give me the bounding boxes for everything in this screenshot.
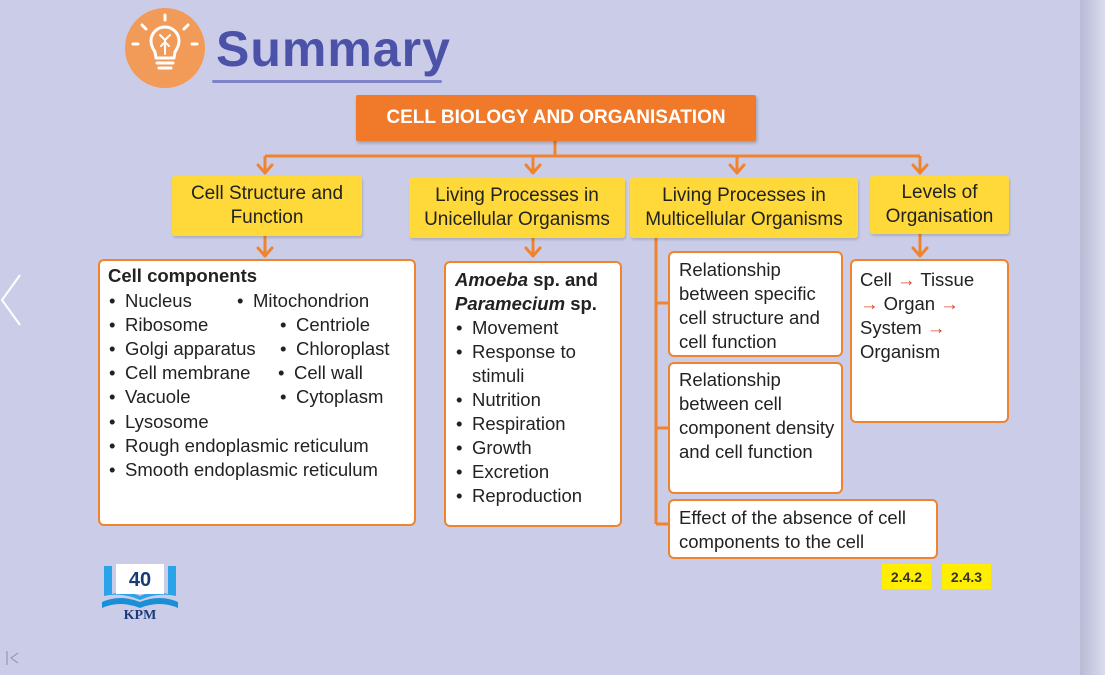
list-item: Cytoplasm [280,385,383,409]
organism-amoeba: Amoeba [455,269,528,290]
unicellular-heading: Amoeba sp. and Paramecium sp. [455,268,620,316]
title-underline [212,80,442,83]
multicellular-item: Relationship between specific cell struc… [679,259,820,352]
list-item: Rough endoplasmic reticulum [109,434,369,458]
list-item: Golgi apparatus [109,337,256,361]
page-number: 40 [129,569,151,591]
list-item: Lysosome [109,410,209,434]
multicellular-card-1: Relationship between specific cell struc… [668,251,843,357]
category-multicellular: Living Processes in Multicellular Organi… [630,178,858,238]
levels-line-2: → Organ → [860,292,1007,316]
page-edge [1080,0,1105,675]
list-item: Chloroplast [280,337,390,361]
arrow-icon: → [926,317,946,338]
list-item: Growth [456,436,532,460]
page-title: Summary [216,21,451,77]
list-item: Nutrition [456,388,541,412]
list-item: Excretion [456,460,549,484]
category-unicellular: Living Processes in Unicellular Organism… [409,178,625,238]
level-system: System [860,317,922,338]
category-cell-structure: Cell Structure and Function [172,176,362,236]
previous-page-icon[interactable] [0,270,26,330]
multicellular-card-2: Relationship between cell component dens… [668,362,843,494]
level-organism: Organism [860,341,941,362]
root-concept: CELL BIOLOGY AND ORGANISATION [356,95,756,141]
multicellular-card-3: Effect of the absence of cell components… [668,499,938,559]
arrow-icon: → [940,293,959,314]
level-organ: Organ [883,293,936,314]
cell-components-card: Cell components Nucleus Mitochondrion Ri… [98,259,416,526]
levels-line-3: System → [860,316,1007,340]
cell-components-heading: Cell components [108,265,258,286]
multicellular-item: Relationship between cell component dens… [679,369,835,462]
lightbulb-icon [125,8,205,88]
list-item: Cell membrane [109,361,250,385]
unicellular-card: Amoeba sp. and Paramecium sp. Movement R… [444,261,622,527]
heading-suffix: sp. [570,293,597,314]
multicellular-item: Effect of the absence of cell components… [679,507,906,552]
standard-badge: 2.4.3 [942,564,991,589]
heading-connector: sp. and [533,269,598,290]
list-item: Reproduction [456,484,582,508]
list-item: Movement [456,316,558,340]
kpm-book-logo: 40 KPM [98,558,182,623]
list-item: Nucleus [109,289,192,313]
category-levels: Levels of Organisation [870,176,1009,234]
level-cell: Cell [860,269,892,290]
first-page-icon[interactable] [4,648,24,668]
list-item: Respiration [456,412,566,436]
list-item: Cell wall [278,361,363,385]
list-item: Smooth endoplasmic reticulum [109,458,378,482]
levels-line-4: Organism [860,340,1007,364]
levels-line-1: Cell → Tissue [860,268,1007,292]
list-item: Response to stimuli [456,340,597,388]
level-tissue: Tissue [920,269,975,290]
list-item: Mitochondrion [237,289,369,313]
levels-card: Cell → Tissue → Organ → System → Organis… [850,259,1009,423]
organism-paramecium: Paramecium [455,293,566,314]
kpm-label: KPM [124,608,157,622]
arrow-icon: → [897,269,916,290]
list-item: Ribosome [109,313,208,337]
list-item: Vacuole [109,385,191,409]
list-item: Centriole [280,313,370,337]
standard-badge: 2.4.2 [882,564,931,589]
arrow-icon: → [860,293,879,314]
